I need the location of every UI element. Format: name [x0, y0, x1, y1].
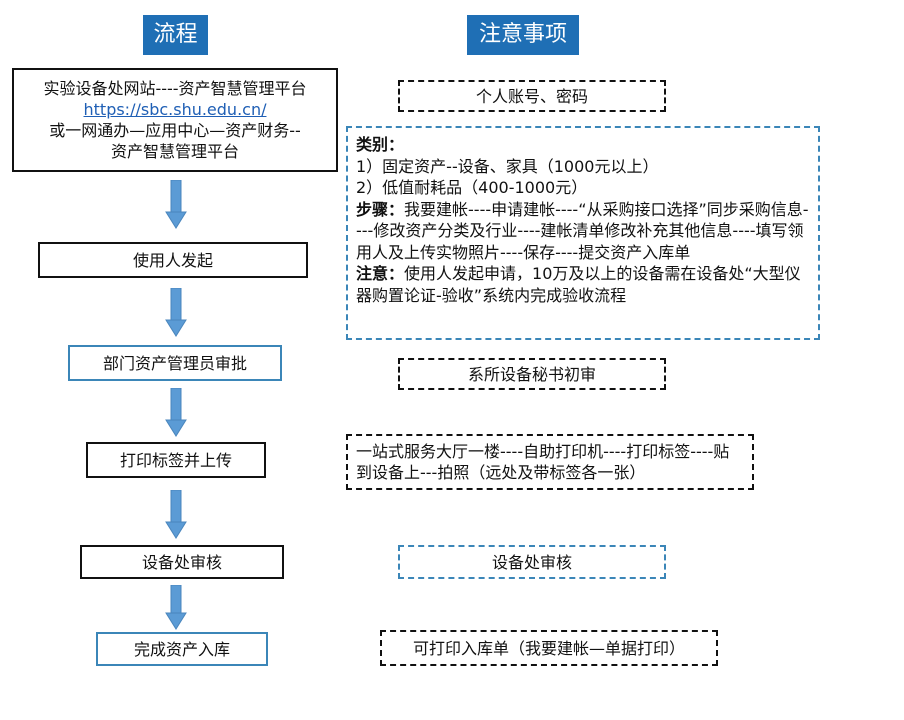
step-platform-line3: 或一网通办—应用中心—资产财务--	[49, 121, 301, 140]
note-review-box: 设备处审核	[398, 545, 666, 579]
down-arrow-icon	[165, 180, 187, 229]
note-print-text: 一站式服务大厅一楼----自助打印机----打印标签----贴到设备上---拍照…	[356, 442, 730, 482]
step-review-box: 设备处审核	[80, 545, 284, 579]
step-dept-approval-box: 部门资产管理员审批	[68, 345, 282, 381]
down-arrow-icon	[165, 585, 187, 630]
note-category-2: 2）低值耐耗品（400-1000元）	[356, 178, 588, 197]
step-platform-line1: 实验设备处网站----资产智慧管理平台	[43, 79, 307, 98]
down-arrow-icon	[165, 288, 187, 337]
step-platform-box: 实验设备处网站----资产智慧管理平台 https://sbc.shu.edu.…	[12, 68, 338, 172]
note-notice: 注意：使用人发起申请，10万及以上的设备需在设备处“大型仪器购置论证-验收”系统…	[356, 263, 810, 306]
step-platform-line4: 资产智慧管理平台	[110, 142, 239, 161]
down-arrow-icon	[165, 388, 187, 437]
step-complete-box: 完成资产入库	[96, 632, 268, 666]
note-account-box: 个人账号、密码	[398, 80, 666, 112]
down-arrow-icon	[165, 490, 187, 539]
notes-header: 注意事项	[467, 15, 579, 55]
step-print-label-box: 打印标签并上传	[86, 442, 266, 478]
category-label: 类别：	[356, 135, 405, 154]
platform-link[interactable]: https://sbc.shu.edu.cn/	[83, 100, 267, 119]
note-details-box: 类别： 1）固定资产--设备、家具（1000元以上） 2）低值耐耗品（400-1…	[346, 126, 820, 340]
note-print-box: 一站式服务大厅一楼----自助打印机----打印标签----贴到设备上---拍照…	[346, 434, 754, 490]
note-receipt-box: 可打印入库单（我要建帐—单据打印）	[380, 630, 718, 666]
note-steps: 步骤：我要建帐----申请建帐----“从采购接口选择”同步采购信息----修改…	[356, 199, 810, 264]
note-category: 类别：	[356, 134, 810, 156]
note-secretary-box: 系所设备秘书初审	[398, 358, 666, 390]
flow-header: 流程	[143, 15, 208, 55]
notice-text: 使用人发起申请，10万及以上的设备需在设备处“大型仪器购置论证-验收”系统内完成…	[356, 264, 801, 305]
note-category-1: 1）固定资产--设备、家具（1000元以上）	[356, 156, 659, 176]
step-user-initiate-box: 使用人发起	[38, 242, 308, 278]
notice-label: 注意：	[356, 264, 405, 283]
steps-text: 我要建帐----申请建帐----“从采购接口选择”同步采购信息----修改资产分…	[356, 199, 809, 262]
steps-label: 步骤：	[356, 199, 405, 219]
